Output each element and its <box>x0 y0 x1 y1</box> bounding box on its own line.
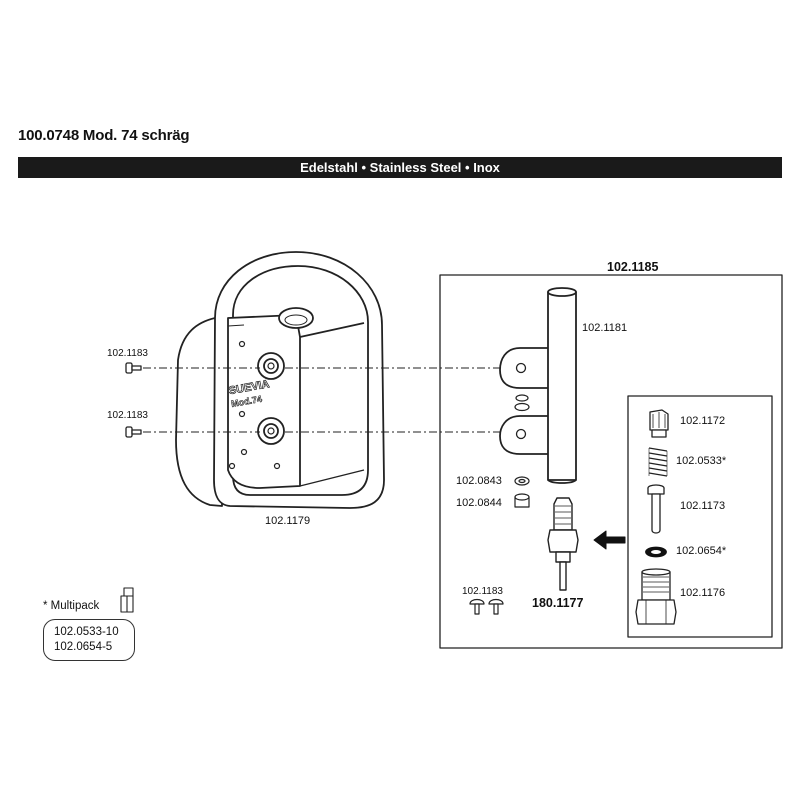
valve-pin <box>647 484 665 534</box>
spring <box>648 447 668 477</box>
mounting-bracket-upper <box>499 347 548 389</box>
washer <box>514 394 530 412</box>
arrow-left-icon <box>593 530 626 550</box>
oring-label: 102.0654* <box>676 545 727 557</box>
screw-icon <box>488 598 504 615</box>
spring-label: 102.0533* <box>676 455 727 467</box>
valve-main <box>547 497 579 591</box>
multipack-box: 102.0533-10 102.0654-5 <box>43 619 135 661</box>
tube-label: 102.1181 <box>582 322 628 334</box>
screw-icon <box>469 598 485 615</box>
valve-cap <box>649 409 669 438</box>
small-screws-label: 102.1183 <box>462 586 503 597</box>
washer-label: 102.0843 <box>456 475 502 487</box>
assembly-label: 102.1185 <box>607 260 659 274</box>
page-title: 100.0748 Mod. 74 schräg <box>18 127 190 144</box>
multipack-title: * Multipack <box>43 600 100 612</box>
multipack-item: 102.0533-10 <box>54 626 119 638</box>
nut-label: 102.0844 <box>456 497 502 509</box>
body-label: 102.1179 <box>265 515 311 527</box>
screw-icon <box>125 426 142 438</box>
material-banner: Edelstahl • Stainless Steel • Inox <box>18 157 782 178</box>
screw-label-top: 102.1183 <box>107 348 148 359</box>
cap-label: 102.1172 <box>680 415 726 427</box>
multipack-item: 102.0654-5 <box>54 641 113 653</box>
pin-label: 102.1173 <box>680 500 726 512</box>
screw-label-bottom: 102.1183 <box>107 410 148 421</box>
drinking-bowl-body <box>175 251 385 509</box>
o-ring <box>645 546 667 558</box>
package-icon <box>120 587 134 613</box>
valve-body <box>635 568 677 625</box>
nut-0844 <box>514 493 530 508</box>
tube <box>547 287 577 484</box>
valve-main-label: 180.1177 <box>532 596 584 610</box>
screw-icon <box>125 362 142 374</box>
washer-0843 <box>514 476 530 486</box>
valve-body-label: 102.1176 <box>680 587 726 599</box>
mounting-bracket-lower <box>499 415 548 455</box>
